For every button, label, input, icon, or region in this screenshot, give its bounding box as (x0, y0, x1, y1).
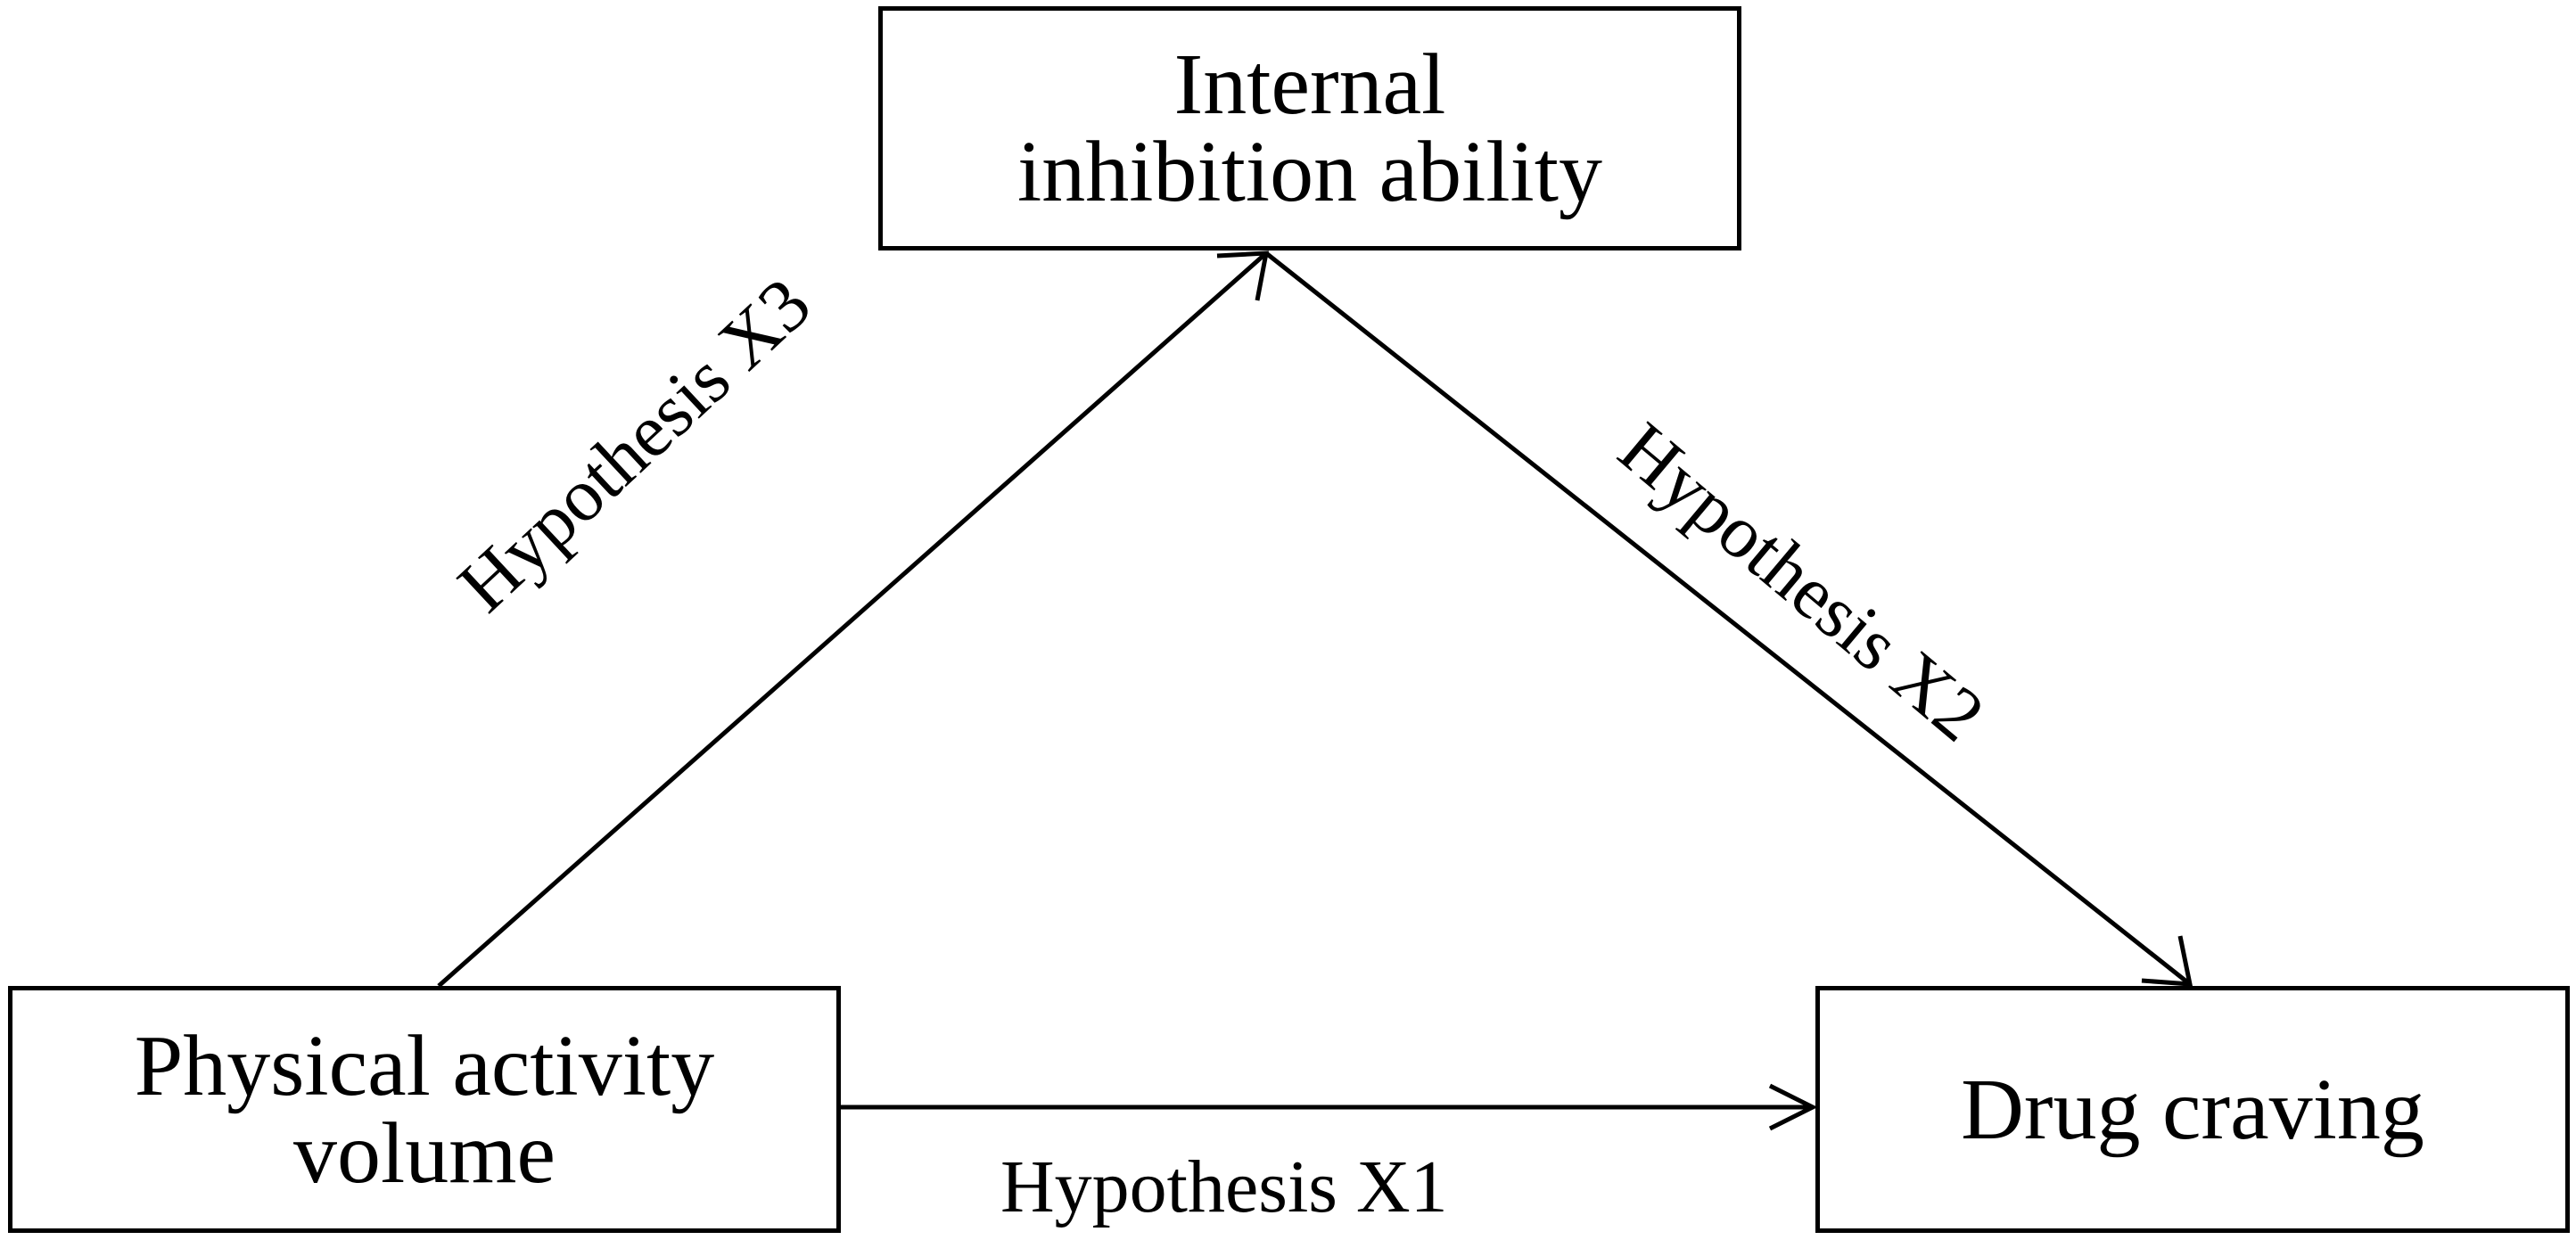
node-physical-label-line1: Physical activity (134, 1017, 715, 1114)
node-internal-label-line1: Internal (1173, 37, 1446, 133)
edge-x2-arrowhead (2141, 935, 2193, 987)
edge-x2-line (1264, 251, 2192, 986)
node-drug-craving: Drug craving (1815, 986, 2570, 1233)
node-internal-inhibition-ability: Internal inhibition ability (878, 6, 1741, 250)
node-physical-label-line2: volume (293, 1105, 556, 1202)
node-internal-label-line2: inhibition ability (1016, 124, 1603, 220)
edge-x3-line (437, 251, 1268, 988)
edge-label-hypothesis-x1: Hypothesis X1 (1000, 1146, 1448, 1228)
node-physical-activity-volume: Physical activity volume (8, 986, 841, 1233)
node-drug-label: Drug craving (1961, 1061, 2424, 1158)
edge-x1-arrowhead (1768, 1083, 1818, 1131)
